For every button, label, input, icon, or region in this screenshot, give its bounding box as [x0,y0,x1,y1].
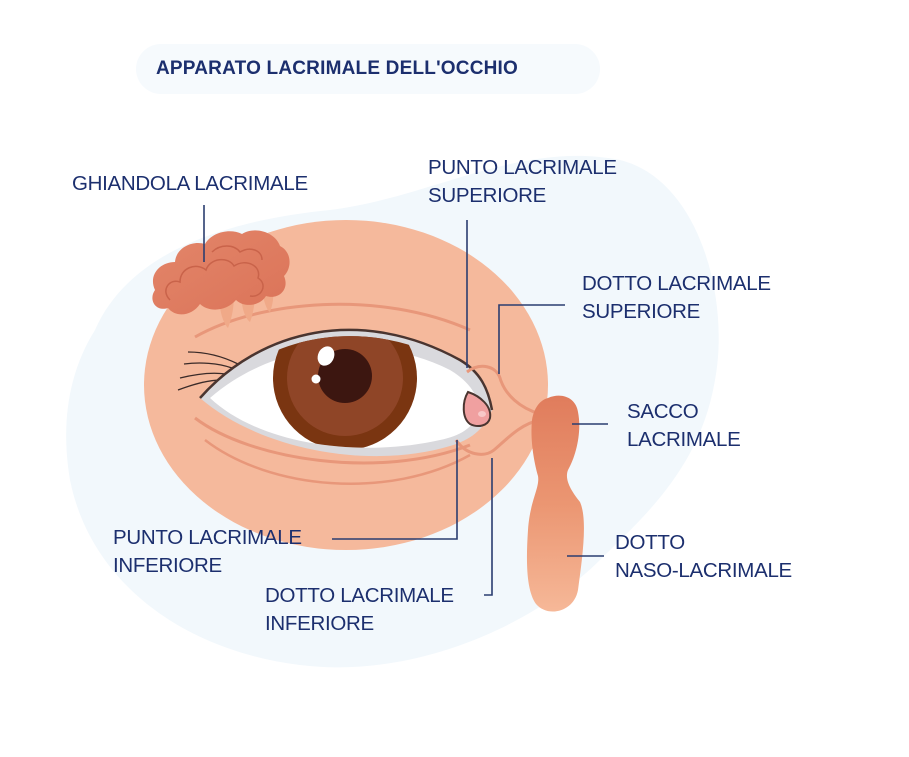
label-line: DOTTO LACRIMALE [265,584,454,607]
label-line: SUPERIORE [428,184,547,207]
label-dotto-naso-lacrimale: DOTTO NASO-LACRIMALE [615,529,792,585]
upper-canaliculus [466,364,541,416]
label-punto-lacrimale-superiore: PUNTO LACRIMALE SUPERIORE [428,154,617,210]
label-line: GHIANDOLA LACRIMALE [72,172,308,195]
label-dotto-lacrimale-superiore: DOTTO LACRIMALE SUPERIORE [582,270,771,326]
label-line: INFERIORE [265,612,374,635]
label-line: SUPERIORE [582,300,701,323]
label-line: SACCO [627,400,699,423]
label-line: INFERIORE [113,554,222,577]
lower-canaliculus [454,418,541,456]
label-line: LACRIMALE [627,428,741,451]
lacrimal-sac-duct [526,395,584,612]
label-punto-lacrimale-inferiore: PUNTO LACRIMALE INFERIORE [113,524,302,580]
label-sacco-lacrimale: SACCO LACRIMALE [627,398,741,454]
label-line: DOTTO [615,531,685,554]
label-dotto-lacrimale-inferiore: DOTTO LACRIMALE INFERIORE [265,582,454,638]
iris [273,336,417,448]
caruncle [462,390,492,427]
leader-dotto-inf [484,458,493,596]
leader-lines [203,205,608,596]
label-ghiandola-lacrimale: GHIANDOLA LACRIMALE [72,170,308,198]
leader-dotto-sup [498,304,565,374]
label-line: NASO-LACRIMALE [615,559,792,582]
title-pill [136,44,600,94]
label-line: PUNTO LACRIMALE [428,156,617,179]
leader-punto-inf [332,440,458,540]
lacrimal-gland [152,230,290,315]
label-line: PUNTO LACRIMALE [113,526,302,549]
diagram-title: APPARATO LACRIMALE DELL'OCCHIO [156,58,519,79]
label-line: DOTTO LACRIMALE [582,272,771,295]
